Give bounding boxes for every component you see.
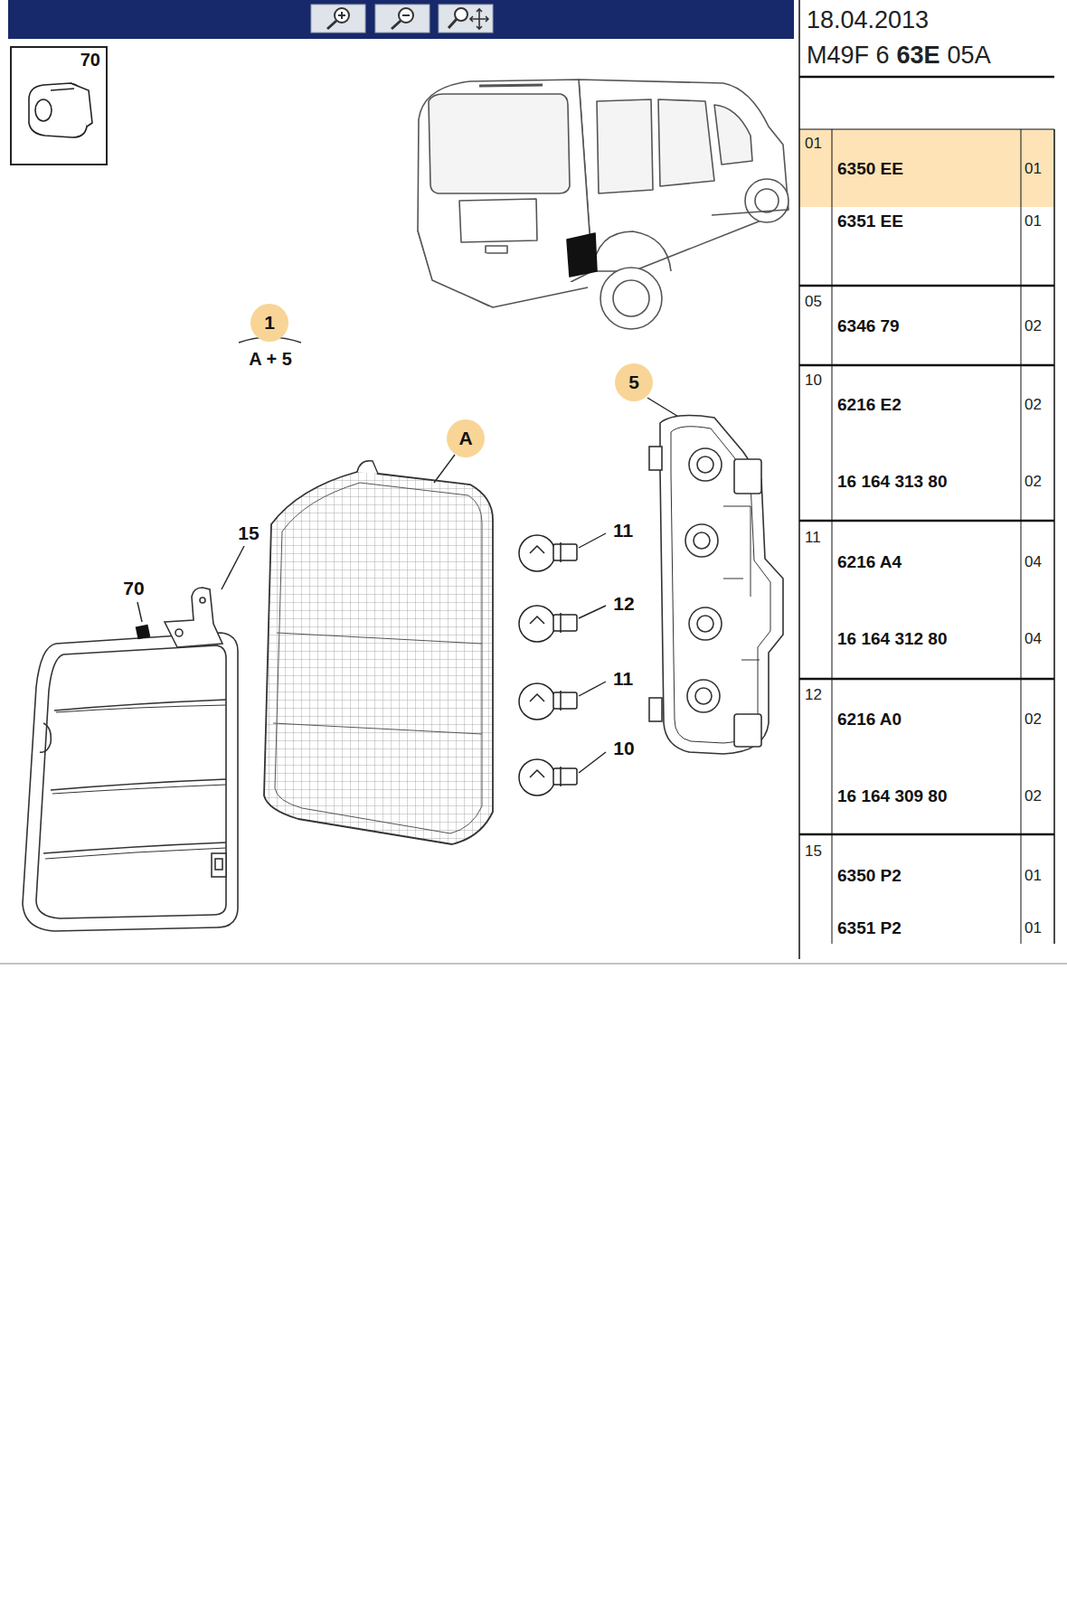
- callout-number: 11: [613, 519, 633, 541]
- bulb-holder: [649, 415, 784, 755]
- table-index: 15: [804, 843, 822, 861]
- callout-number: 12: [613, 593, 634, 614]
- catalog-ref: 63E: [897, 42, 941, 70]
- table-index: 01: [804, 135, 822, 153]
- zoom-in-icon: [311, 4, 366, 33]
- callout-number: 10: [613, 737, 634, 759]
- callout-letter: A: [458, 427, 473, 449]
- callout-circle: 5: [614, 363, 653, 402]
- highlight-row: [799, 129, 1055, 208]
- part-number: 6216 A0: [837, 710, 902, 730]
- clip: [135, 624, 152, 641]
- table-index: 11: [804, 529, 822, 548]
- callout-number: 11: [613, 668, 633, 690]
- quantity: 01: [1024, 868, 1042, 886]
- group-label: A + 5: [248, 349, 293, 369]
- catalog-ref: 05A: [947, 42, 992, 70]
- catalog-date: 18.04.2013: [806, 7, 929, 35]
- quantity: 01: [1024, 160, 1042, 179]
- page-rule: [0, 963, 1067, 965]
- lamp-location: [566, 233, 597, 277]
- bracket: [164, 587, 223, 648]
- quantity: 04: [1024, 631, 1042, 649]
- pan-icon: [438, 4, 493, 33]
- part-number: 6350 EE: [837, 160, 904, 180]
- toolbar: [8, 0, 794, 39]
- callout-circle: A: [446, 419, 485, 458]
- quantity: 02: [1024, 396, 1042, 415]
- part-number: 6216 E2: [837, 396, 902, 416]
- part-number: 6216 A4: [837, 553, 902, 573]
- callout-number: 70: [122, 577, 144, 599]
- part-number: 6350 P2: [837, 867, 902, 887]
- part-number: 6346 79: [837, 317, 900, 337]
- callout-circle: 1: [250, 303, 289, 342]
- bulbs: [519, 535, 577, 796]
- inset-box: 70: [9, 46, 108, 166]
- part-number: 16 164 312 80: [837, 630, 948, 650]
- part-number: 6351 P2: [837, 919, 902, 939]
- part-number: 6351 EE: [837, 212, 904, 232]
- callout-letter: 1: [264, 311, 275, 333]
- callout-letter: 5: [628, 371, 640, 393]
- vehicle-outline: [417, 79, 789, 330]
- table-index: 10: [804, 372, 822, 390]
- quantity: 02: [1024, 788, 1042, 806]
- lamp-lens: [264, 461, 493, 845]
- callout-number: 15: [237, 522, 259, 544]
- quantity: 02: [1024, 318, 1042, 336]
- quantity: 04: [1024, 554, 1042, 572]
- part-number: 16 164 309 80: [837, 787, 948, 807]
- catalog-ref: M49F 6: [806, 42, 890, 70]
- table-grid: [799, 0, 1055, 960]
- quantity: 01: [1024, 213, 1042, 231]
- bezel-frame: [22, 632, 238, 932]
- quantity: 01: [1024, 920, 1042, 938]
- clip-icon: [28, 83, 93, 138]
- table-index: 05: [804, 293, 822, 312]
- zoom-out-icon: [375, 4, 430, 33]
- callout-number: 70: [80, 49, 101, 70]
- quantity: 02: [1024, 473, 1042, 492]
- table-index: 12: [804, 687, 822, 705]
- quantity: 02: [1024, 711, 1042, 729]
- part-number: 16 164 313 80: [837, 472, 948, 492]
